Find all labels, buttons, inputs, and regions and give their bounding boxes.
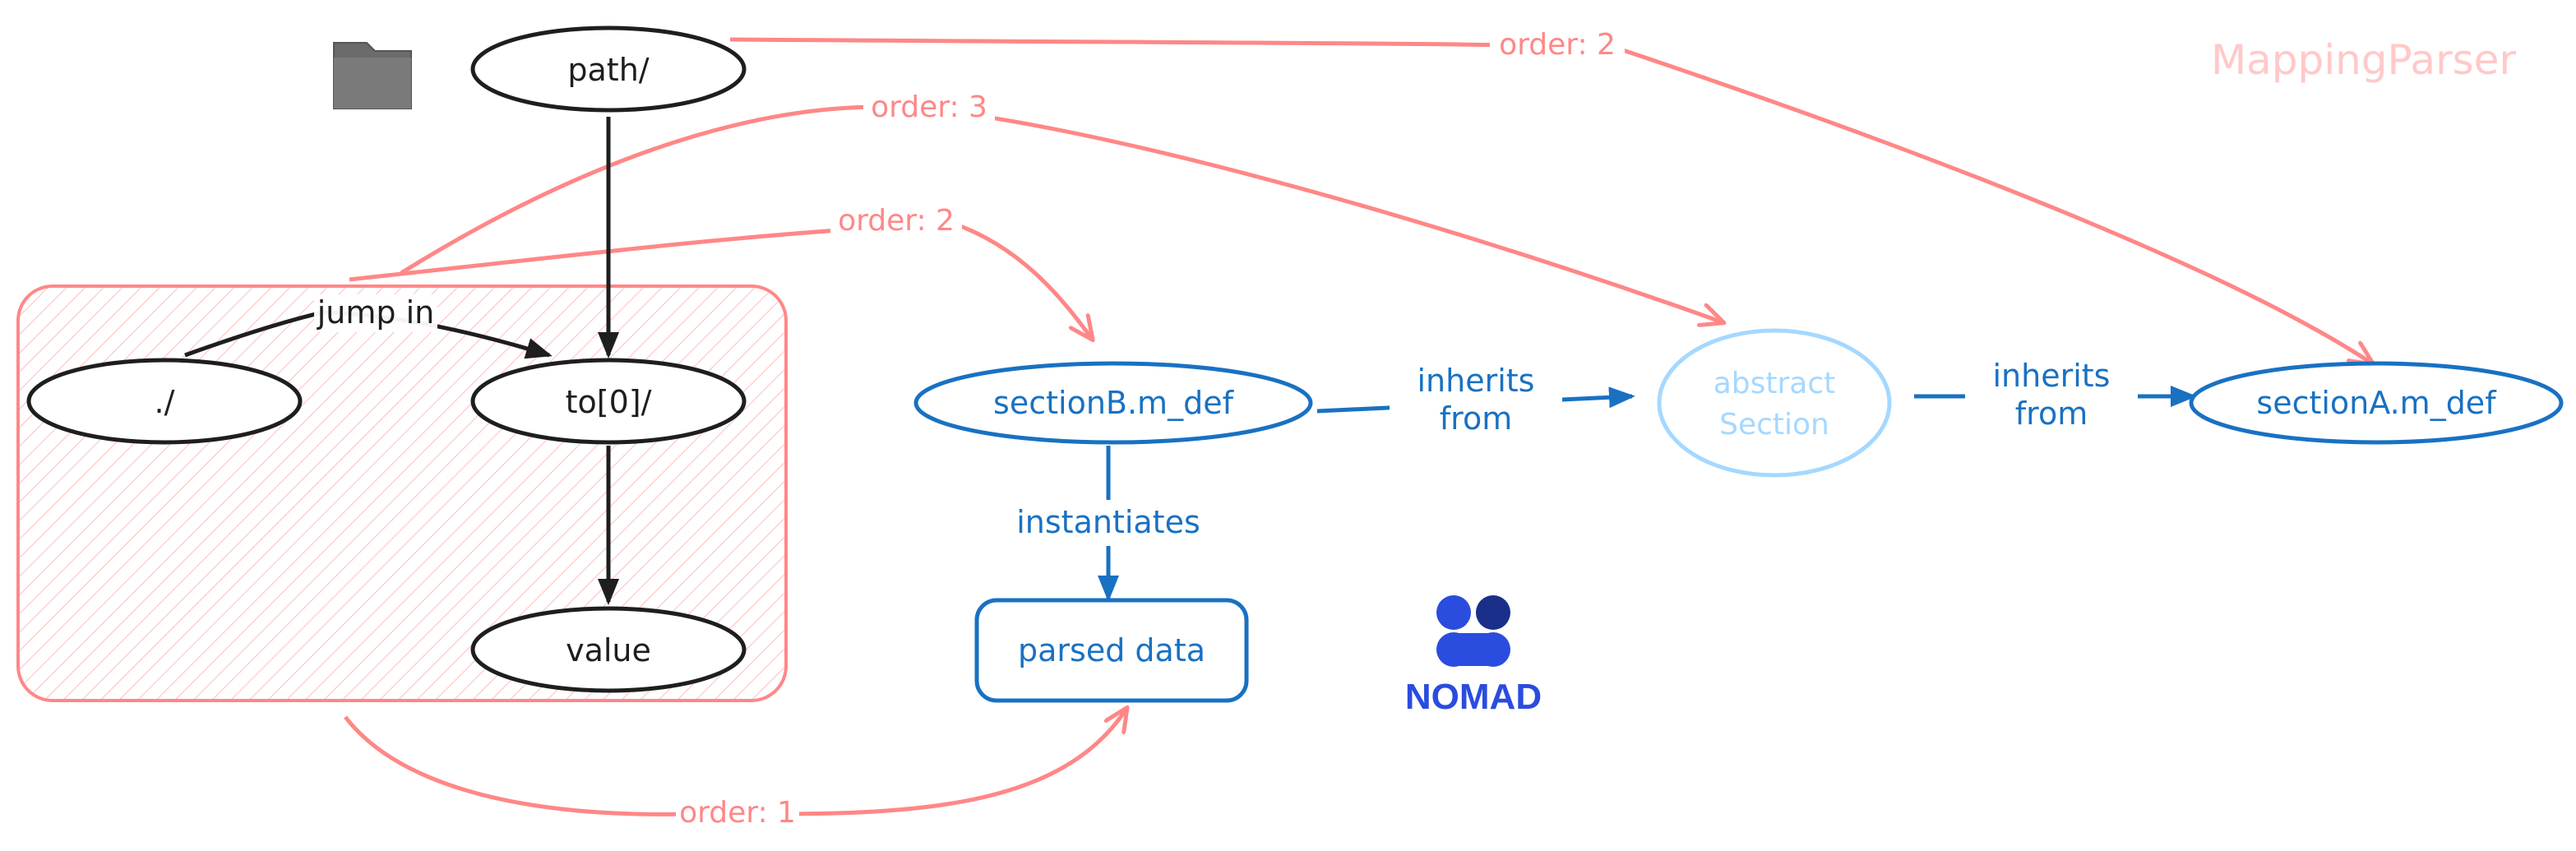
- node-abstract-label-line1: abstract: [1713, 367, 1836, 400]
- node-value: value: [470, 606, 747, 693]
- diagram-title: MappingParser: [2211, 36, 2516, 84]
- jump-in-label: jump in: [317, 294, 435, 331]
- order-arrow-top: [729, 37, 2372, 363]
- order-label-mid: order: 2: [838, 204, 955, 238]
- inherits-1-label-line2: from: [1440, 400, 1512, 437]
- node-parsed-data-label: parsed data: [1018, 632, 1205, 668]
- order-label-3: order: 3: [871, 90, 987, 124]
- node-path: path/: [470, 25, 747, 113]
- node-abstract-label-line2: Section: [1719, 408, 1829, 442]
- inherits-2-label-line1: inherits: [1993, 358, 2111, 394]
- node-sectionA-label: sectionA.m_def: [2256, 385, 2497, 421]
- inherits-2-label-line2: from: [2015, 395, 2088, 432]
- inherits-1-label-line1: inherits: [1417, 363, 1535, 399]
- node-sectionA: sectionA.m_def: [2189, 361, 2564, 445]
- node-parsed-data: parsed data: [974, 598, 1249, 703]
- node-dot: ./: [26, 358, 303, 445]
- nomad-logo-text: NOMAD: [1405, 677, 1542, 717]
- node-abstract-section: abstract Section: [1657, 328, 1892, 478]
- node-sectionB: sectionB.m_def: [913, 361, 1313, 445]
- node-value-label: value: [566, 632, 651, 668]
- node-to0-label: to[0]/: [566, 384, 652, 420]
- order-label-1: order: 1: [679, 796, 796, 830]
- order-label-top: order: 2: [1499, 28, 1616, 62]
- node-dot-label: ./: [155, 384, 175, 420]
- node-sectionB-label: sectionB.m_def: [993, 385, 1235, 421]
- folder-icon: [333, 42, 412, 109]
- node-to0: to[0]/: [470, 358, 747, 445]
- nomad-logo: NOMAD: [1405, 595, 1542, 717]
- node-path-label: path/: [567, 52, 649, 88]
- instantiates-label: instantiates: [1016, 504, 1200, 540]
